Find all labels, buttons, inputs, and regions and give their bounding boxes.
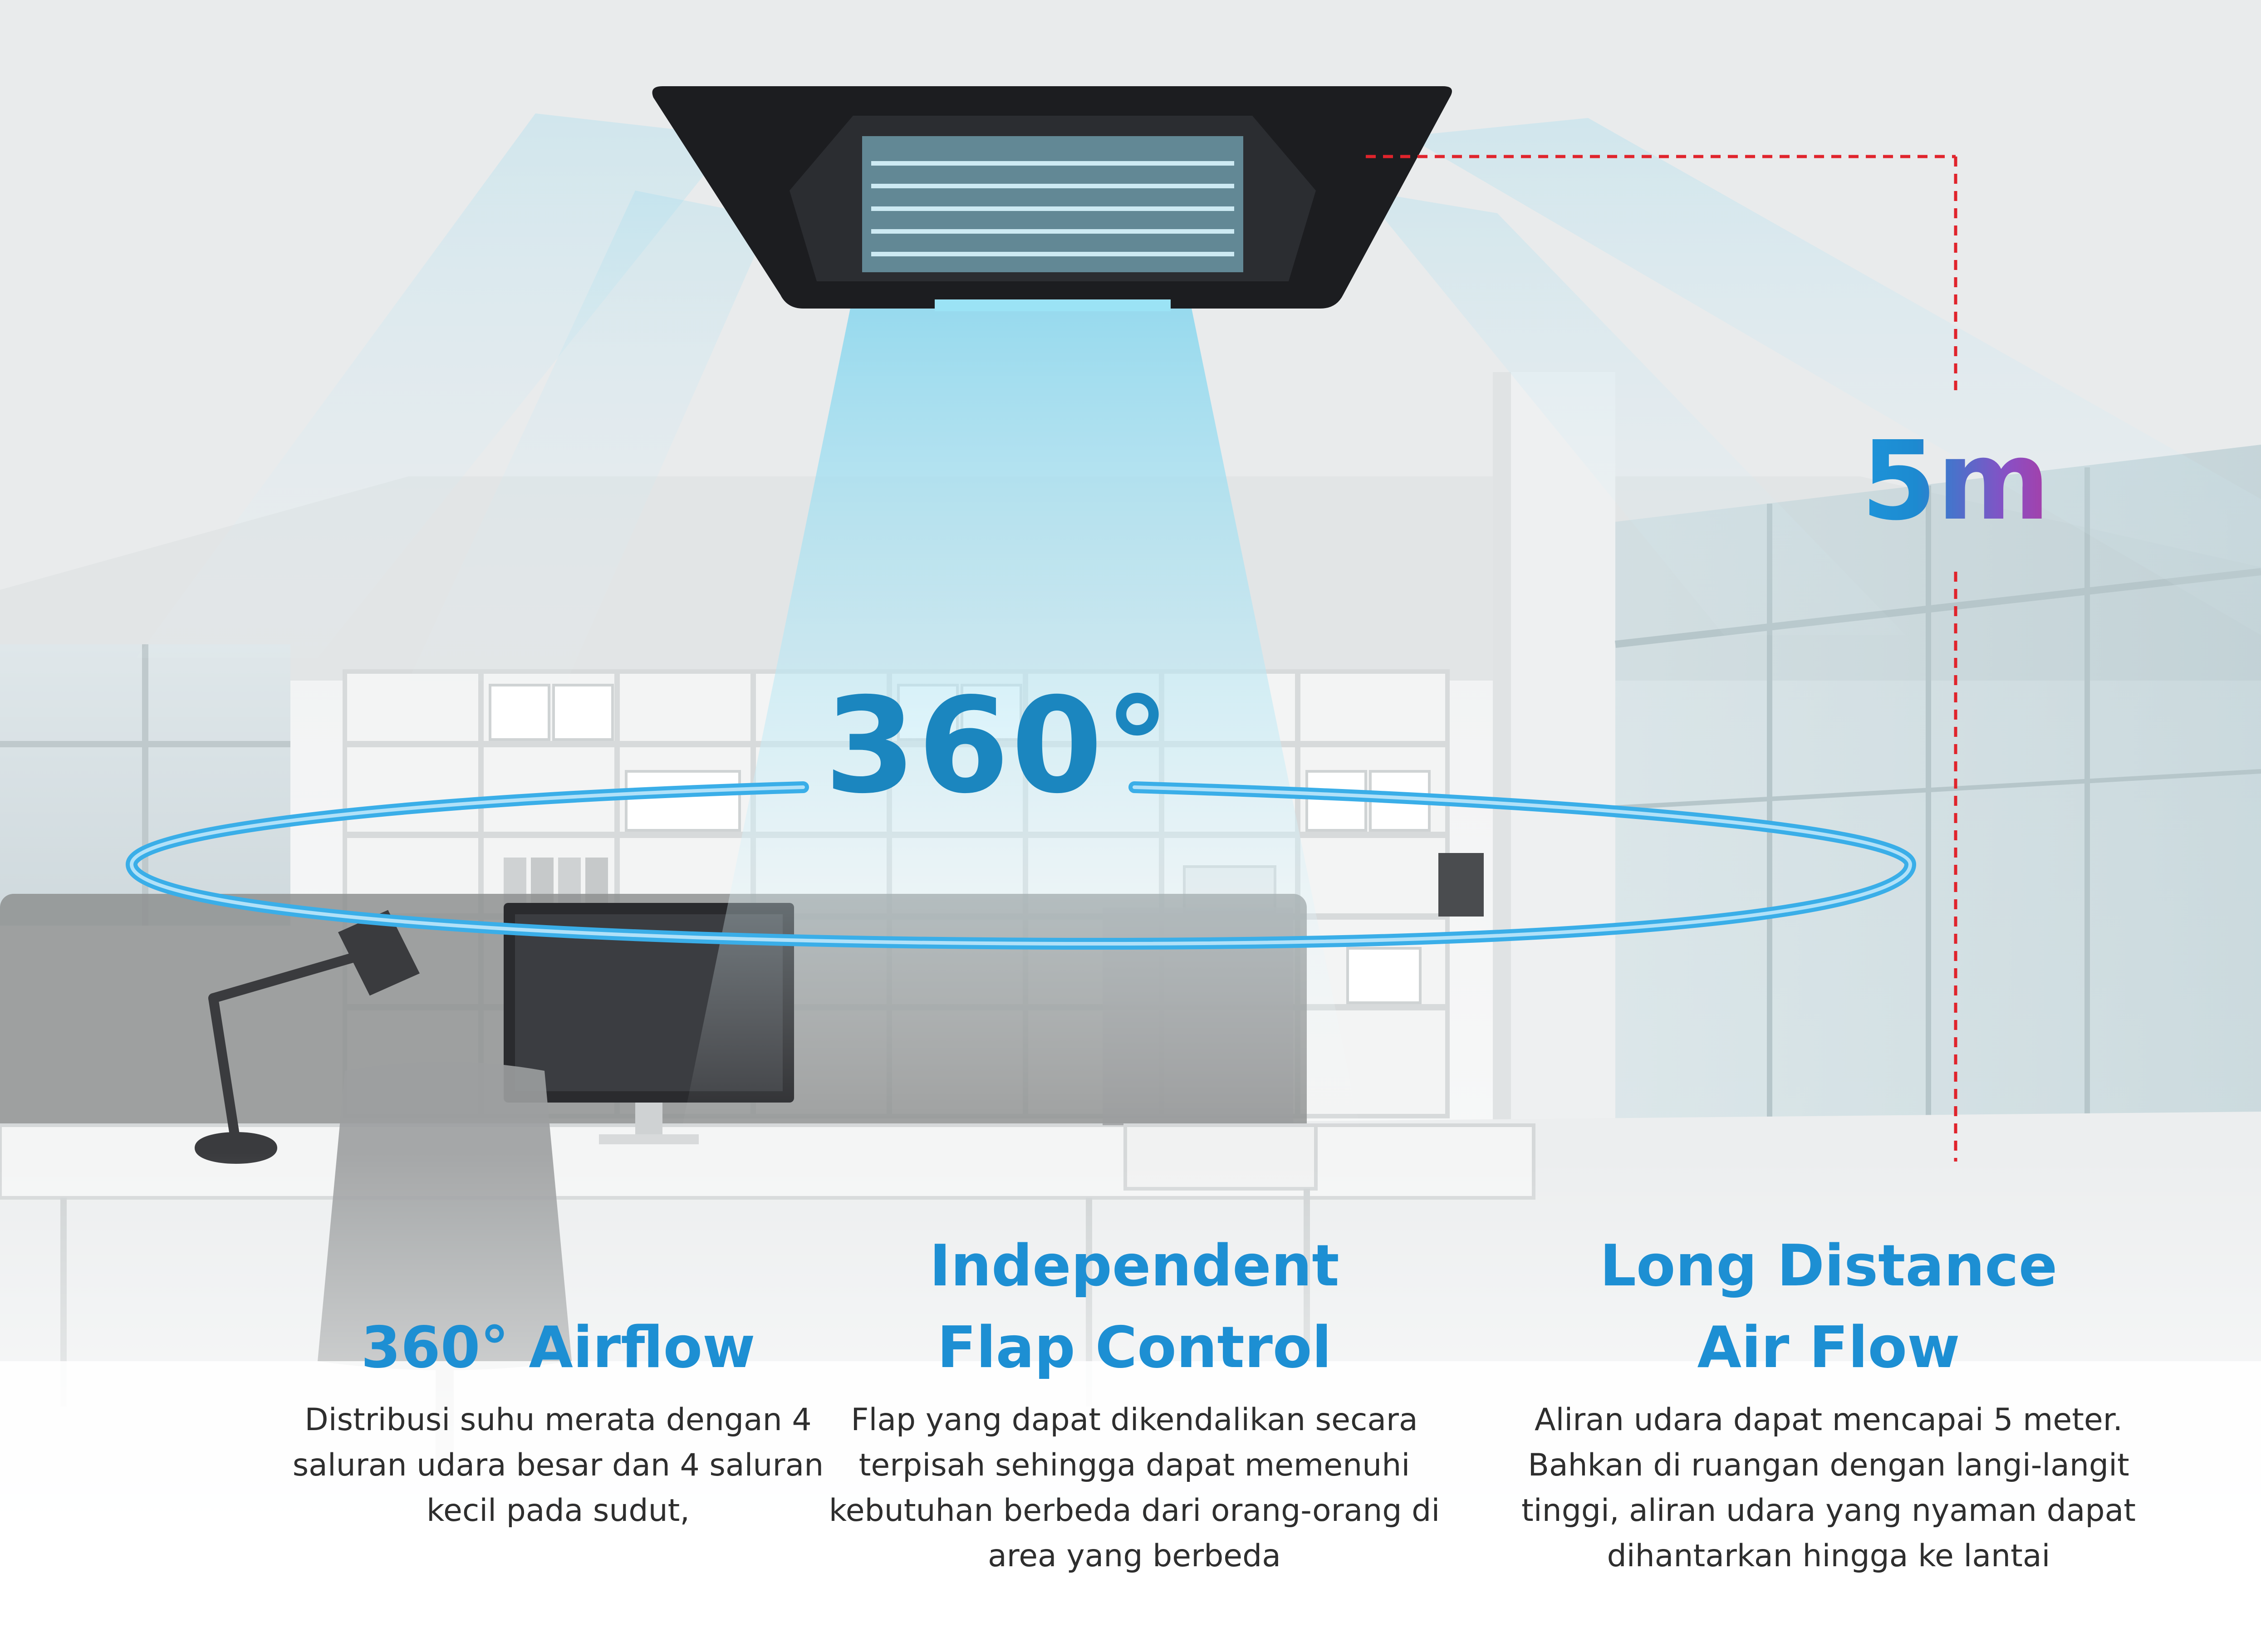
feature-title-line: 360° Airflow bbox=[361, 1314, 755, 1381]
feature-description-line: tinggi, aliran udara yang nyaman dapat bbox=[1521, 1493, 2136, 1529]
feature-description-line: kebutuhan berbeda dari orang-orang di bbox=[829, 1493, 1440, 1529]
airflow-angle-label: 360° bbox=[824, 670, 1172, 823]
height-label: 5m bbox=[1824, 422, 2087, 540]
rotation-ring bbox=[125, 781, 1917, 950]
feature-flap-control-description: Flap yang dapat dikendalikan secara terp… bbox=[658, 1397, 1611, 1579]
feature-description-line: Flap yang dapat dikendalikan secara bbox=[851, 1402, 1418, 1438]
feature-description-line: Bahkan di ruangan dengan langi-langit bbox=[1528, 1447, 2129, 1483]
feature-description-line: kecil pada sudut, bbox=[427, 1493, 690, 1529]
feature-description-line: Aliran udara dapat mencapai 5 meter. bbox=[1534, 1402, 2123, 1438]
height-dimension-line bbox=[1366, 155, 1957, 1162]
feature-title-line: Long Distance bbox=[1599, 1232, 2058, 1299]
feature-title-line: Flap Control bbox=[937, 1314, 1332, 1381]
feature-flap-control-title: Independent Flap Control bbox=[703, 1225, 1565, 1388]
feature-title-line: Air Flow bbox=[1697, 1314, 1960, 1381]
feature-title-line: Independent bbox=[929, 1232, 1339, 1299]
feature-airflow-title: 360° Airflow bbox=[127, 1307, 989, 1388]
feature-description-line: area yang berbeda bbox=[988, 1538, 1281, 1574]
feature-description-line: Distribusi suhu merata dengan 4 bbox=[304, 1402, 812, 1438]
feature-description-line: saluran udara besar dan 4 saluran bbox=[292, 1447, 824, 1483]
column bbox=[1493, 372, 1615, 1189]
airflow-beams bbox=[136, 113, 2261, 1134]
feature-description-line: dihantarkan hingga ke lantai bbox=[1607, 1538, 2050, 1574]
cassette-ac-unit bbox=[652, 86, 1452, 311]
downward-airflow bbox=[681, 295, 1361, 1134]
feature-airflow-description: Distribusi suhu merata dengan 4 saluran … bbox=[82, 1397, 1035, 1534]
desk-lamp bbox=[195, 910, 420, 1164]
feature-long-distance-title: Long Distance Air Flow bbox=[1398, 1225, 2260, 1388]
feature-long-distance-description: Aliran udara dapat mencapai 5 meter. Bah… bbox=[1352, 1397, 2261, 1579]
feature-description-line: terpisah sehingga dapat memenuhi bbox=[858, 1447, 1410, 1483]
